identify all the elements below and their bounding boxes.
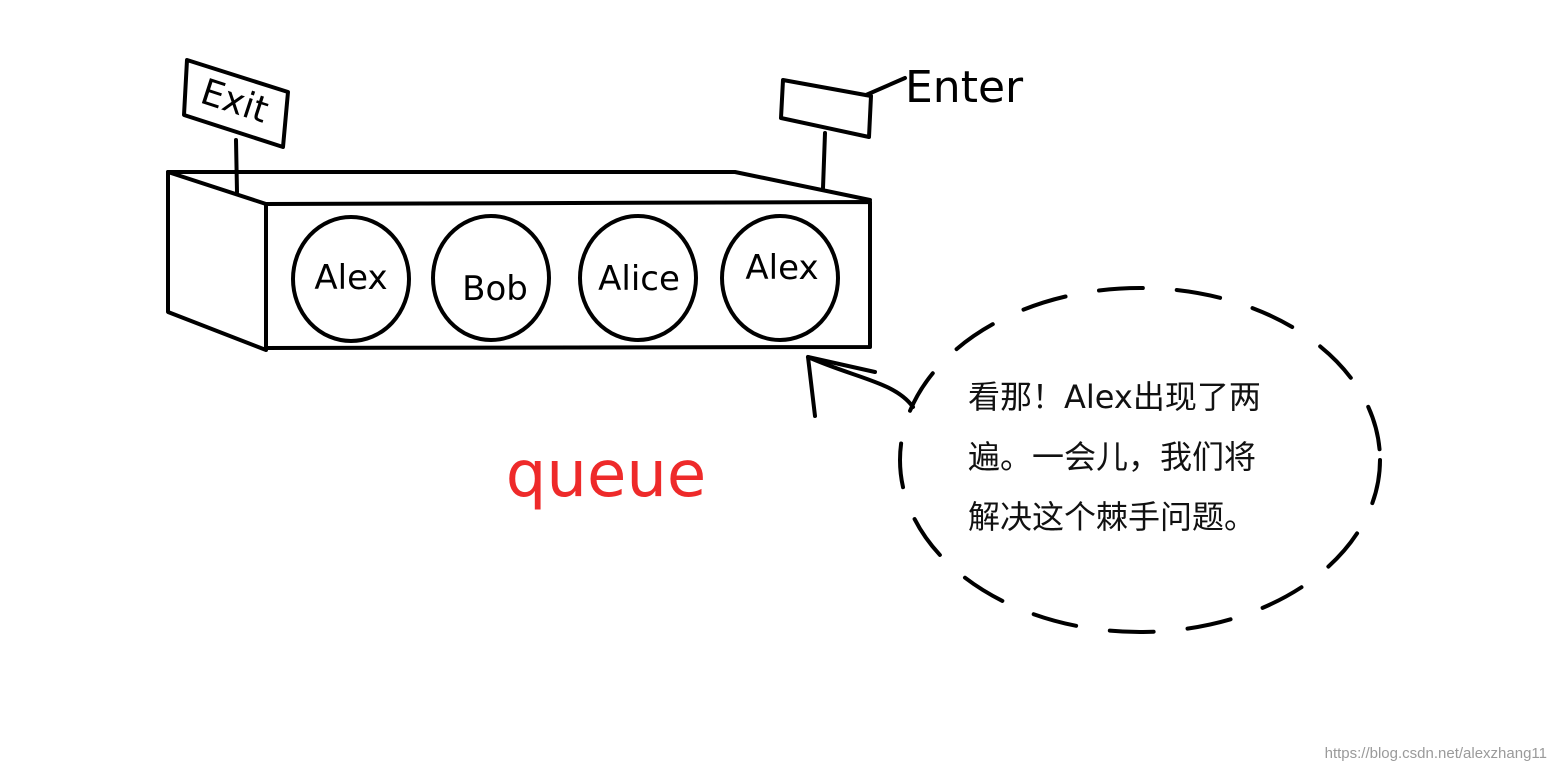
speech-bubble-text: 看那！Alex出现了两 遍。一会儿，我们将 解决这个棘手问题。 <box>968 367 1308 547</box>
speech-bubble <box>898 286 1382 634</box>
queue-box-left-face <box>166 170 268 352</box>
speech-bubble-line: 解决这个棘手问题。 <box>968 498 1257 536</box>
enter-sign-label: Enter <box>905 62 1024 113</box>
queue-item-circle <box>291 215 411 343</box>
speech-bubble-line: 遍。一会儿，我们将 <box>968 438 1257 476</box>
exit-sign-board <box>182 58 290 149</box>
exit-sign-post <box>234 138 239 194</box>
queue-item-circle <box>720 214 840 342</box>
pointer-arrow-curve <box>806 355 915 409</box>
watermark: https://blog.csdn.net/alexzhang11 <box>1324 745 1547 762</box>
queue-item-label: Alex <box>314 258 387 298</box>
queue-item-label: Alice <box>598 259 680 299</box>
queue-box-top-face <box>166 170 872 202</box>
enter-sign-connector <box>864 76 907 97</box>
pointer-arrow-head <box>806 355 877 418</box>
enter-sign-board <box>779 78 873 139</box>
queue-title: queue <box>506 438 707 512</box>
queue-item-label: Bob <box>462 269 528 309</box>
speech-bubble-line: 看那！Alex出现了两 <box>968 378 1261 416</box>
queue-item-label: Alex <box>745 248 818 288</box>
enter-sign-post <box>821 131 827 190</box>
queue-item-circle <box>431 214 551 342</box>
queue-item-circle <box>578 214 698 342</box>
